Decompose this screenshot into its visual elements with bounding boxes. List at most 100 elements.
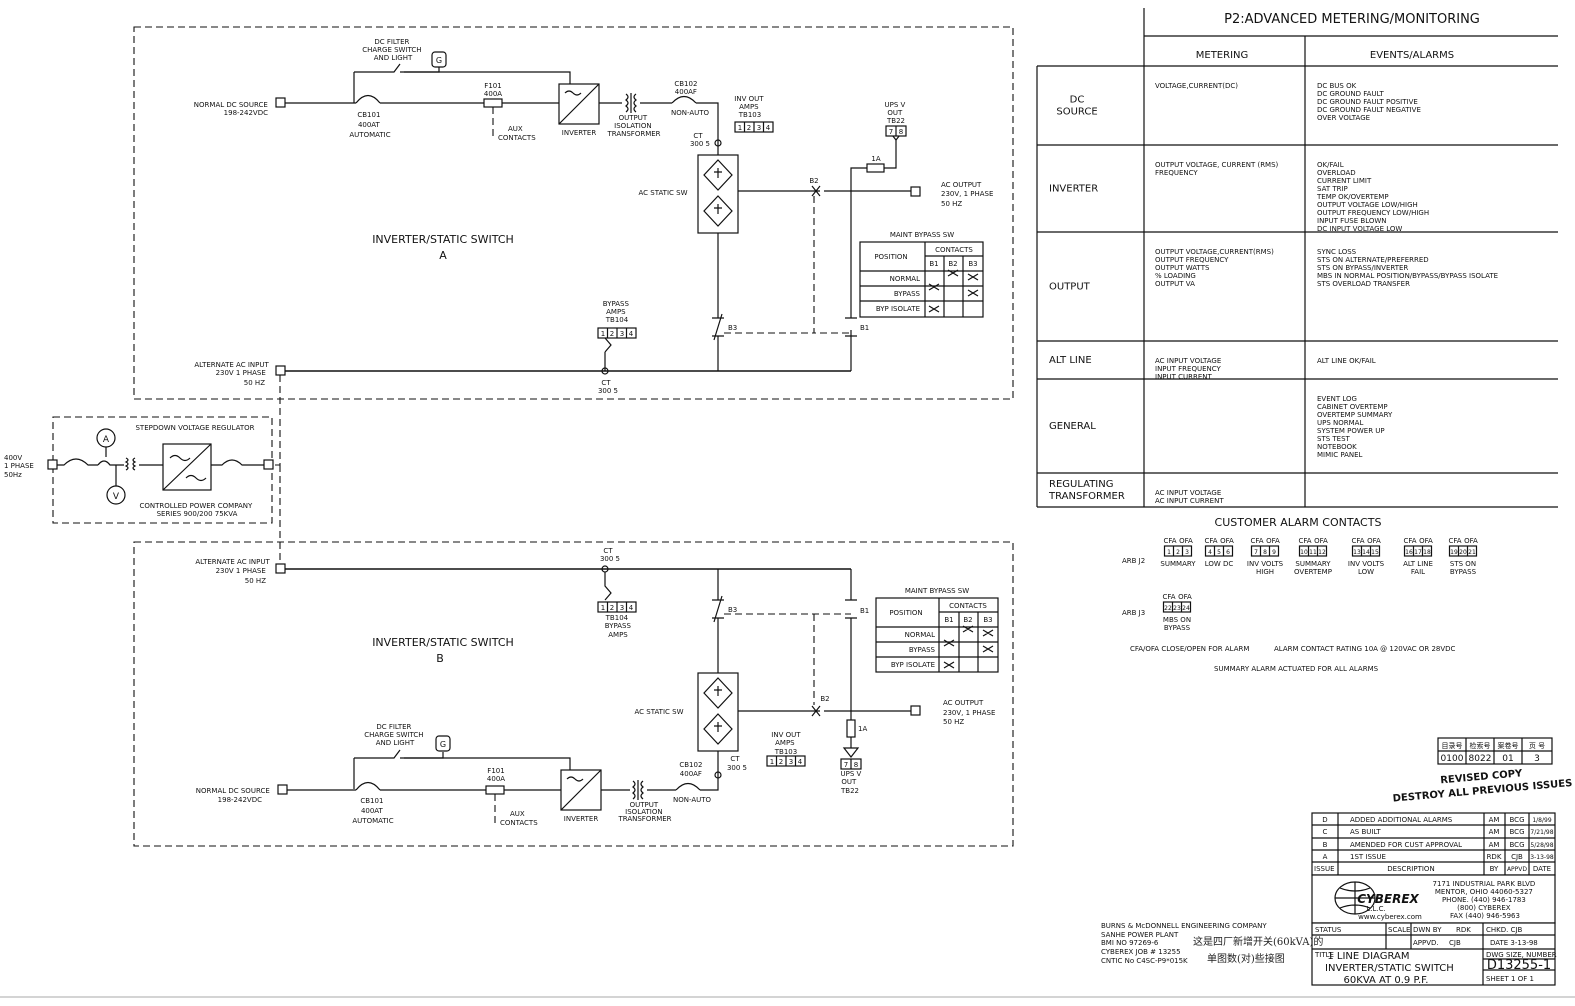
section-a-boundary [133, 26, 1014, 400]
rev-issue: A [1323, 853, 1328, 861]
event-item: DC INPUT VOLTAGE LOW [1317, 225, 1402, 233]
svg-text:78: 78 [889, 128, 903, 136]
alarm-terminal [1250, 545, 1280, 557]
svg-text:CB101 400AT AUTOMATIC: CB101 400AT AUTOMATIC [349, 111, 390, 139]
alarm-pin: 7 [1254, 549, 1258, 556]
section-b-title: INVERTER/STATIC SWITCH [372, 636, 514, 649]
svg-text:G: G [436, 56, 442, 65]
rev-desc: ADDED ADDITIONAL ALARMS [1350, 816, 1453, 824]
svg-text:CB101 400AT AUTOMATIC: CB101 400AT AUTOMATIC [352, 797, 393, 825]
svg-text:AC STATIC SW: AC STATIC SW [634, 708, 683, 716]
svg-text:CHKD. CJB: CHKD. CJB [1486, 926, 1523, 934]
cb102-breaker-a [671, 95, 697, 104]
svg-text:SUMMARY ALARM ACTUATED FOR ALL: SUMMARY ALARM ACTUATED FOR ALL ALARMS [1214, 665, 1379, 673]
dc-terminal-b [277, 784, 288, 795]
rev-date: 7/21/98 [1530, 829, 1553, 836]
svg-text:B3: B3 [728, 324, 737, 332]
alarm-label: SUMMARY [1295, 560, 1331, 568]
event-item: STS ON BYPASS/INVERTER [1317, 264, 1408, 272]
alarm-pin: 22 [1164, 605, 1172, 612]
alarm-label: STS ON [1450, 560, 1476, 568]
svg-text:7171 INDUSTRIAL PARK BLVD: 7171 INDUSTRIAL PARK BLVD MENTOR, OHIO 4… [1432, 880, 1537, 920]
meter-row-name: SOURCE [1056, 107, 1097, 118]
alarm-label: MBS ON [1163, 616, 1191, 624]
event-item: STS ON ALTERNATE/PREFERRED [1317, 256, 1429, 264]
event-item: SYNC LOSS [1317, 248, 1357, 256]
event-item: INPUT FUSE BLOWN [1317, 217, 1387, 225]
alarm-pin: 18 [1423, 549, 1431, 556]
svg-text:B2: B2 [820, 695, 829, 703]
event-item: ALT LINE OK/FAIL [1317, 357, 1376, 365]
isolation-transformer-a [625, 93, 637, 113]
cfa-label: CFA [1298, 537, 1311, 545]
svg-text:MAINT BYPASS SW: MAINT BYPASS SW [905, 587, 969, 595]
b2-contact-b [808, 705, 911, 717]
project-info: BURNS & McDONNELL ENGINEERING COMPANY SA… [1101, 922, 1269, 965]
alarm-pin: 10 [1300, 549, 1308, 556]
alt-ac-terminal-b [275, 563, 286, 574]
svg-text:CFA/OFA CLOSE/OPEN FOR ALARM: CFA/OFA CLOSE/OPEN FOR ALARM [1130, 645, 1249, 653]
svg-text:DWG SIZE, NUMBER: DWG SIZE, NUMBER [1486, 951, 1557, 959]
handwritten-note: 这是四厂新增开关(60kVA)的 单图数(对)些接图 [1193, 935, 1327, 965]
svg-text:G: G [440, 740, 446, 749]
svg-text:RDK: RDK [1456, 926, 1471, 934]
alarm-contacts-title: CUSTOMER ALARM CONTACTS [1215, 516, 1382, 529]
company-block: CYBEREX L.L.C. www.cyberex.com 7171 INDU… [1311, 874, 1556, 924]
event-item: EVENT LOG [1317, 395, 1357, 403]
rev-by: AM [1489, 841, 1500, 849]
svg-text:CB102 400AF NON-AUTO: CB102 400AF NON-AUTO [671, 80, 710, 117]
svg-text:STATUS: STATUS [1315, 926, 1342, 934]
dc-filter-label-a: DC FILTER CHARGE SWITCH AND LIGHT [362, 38, 424, 62]
cb102-breaker-b [675, 782, 701, 791]
event-item: OUTPUT VOLTAGE LOW/HIGH [1317, 201, 1418, 209]
rev-desc: 1ST ISSUE [1350, 853, 1386, 861]
b2-contact-a [808, 185, 911, 197]
title-block: STATUS SCALE DWN BY RDK CHKD. CJB APPVD.… [1311, 922, 1557, 986]
f101-fuse-b [485, 785, 505, 795]
alarm-label: INV VOLTS [1348, 560, 1385, 568]
svg-text:D13255-1: D13255-1 [1487, 958, 1551, 973]
alarm-pin: 16 [1405, 549, 1413, 556]
ofa-label: OFA [1464, 537, 1478, 545]
svg-text:ALTERNATE AC INPUT 230V 1: ALTERNATE AC INPUT 230V 1 PHASE 50 HZ [195, 558, 272, 585]
ofa-label: OFA [1314, 537, 1328, 545]
alarm-terminal [1448, 545, 1478, 557]
alarm-label: LOW [1358, 568, 1374, 576]
alarm-terminal [1351, 545, 1381, 557]
svg-text:V: V [113, 492, 120, 502]
rev-header-date: DATE [1533, 865, 1551, 873]
ofa-label: OFA [1266, 537, 1280, 545]
alarm-label: ALT LINE [1403, 560, 1433, 568]
alarm-pin: 15 [1371, 549, 1379, 556]
alarm-terminal [1163, 545, 1193, 557]
meter-row-name: INVERTER [1049, 184, 1098, 195]
meter-row-name: TRANSFORMER [1048, 491, 1125, 502]
section-b-letter: B [436, 652, 444, 665]
rev-appvd: BCG [1510, 841, 1525, 849]
alarm-pin: 12 [1318, 549, 1326, 556]
svg-text:ALTERNATE AC INPUT 230V 1: ALTERNATE AC INPUT 230V 1 PHASE 50 HZ [194, 361, 271, 387]
isolation-transformer-b [632, 780, 644, 800]
alarm-label: BYPASS [1164, 624, 1191, 632]
svg-text:METERING: METERING [1196, 50, 1249, 61]
alarm-pin: 3 [1185, 549, 1189, 556]
svg-text:SHEET 1 OF 1: SHEET 1 OF 1 [1486, 975, 1534, 983]
metering-item: OUTPUT VOLTAGE, CURRENT (RMS) [1155, 161, 1279, 169]
alarm-pin: 11 [1309, 549, 1317, 556]
svg-text:A: A [103, 435, 110, 445]
metering-item: AC INPUT VOLTAGE [1155, 357, 1221, 365]
alarm-label: SUMMARY [1160, 560, 1196, 568]
svg-text:ARB J2: ARB J2 [1122, 557, 1145, 565]
event-item: CABINET OVERTEMP [1317, 403, 1388, 411]
